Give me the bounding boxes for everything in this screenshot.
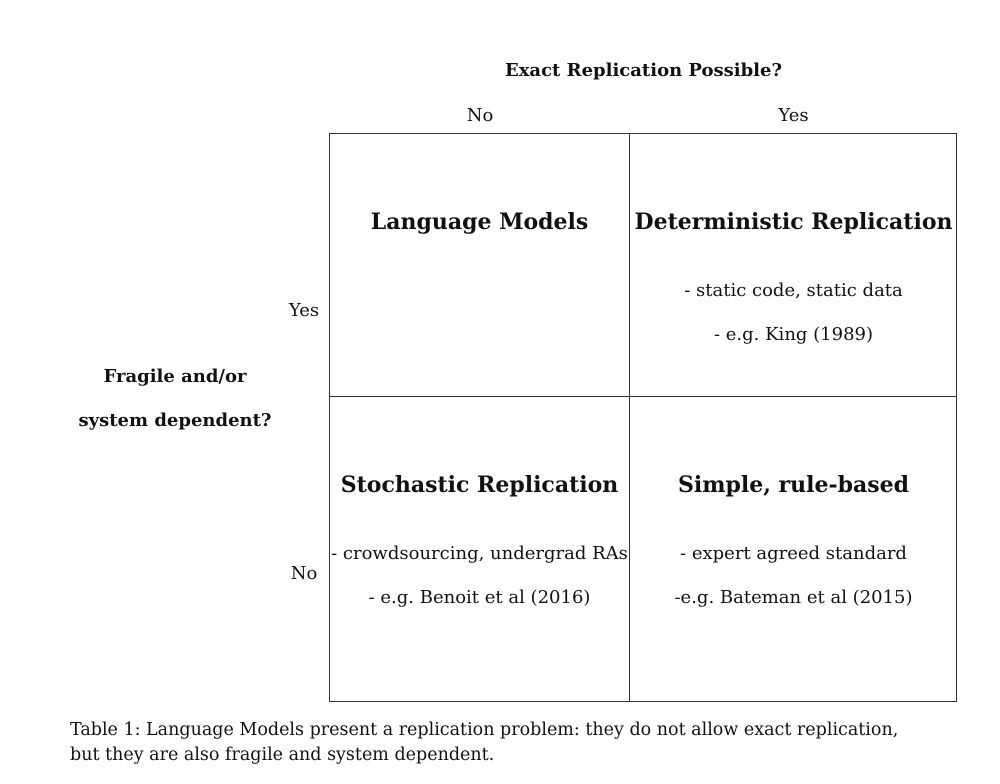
cell-bullet: - static code, static data (684, 280, 903, 301)
cell-bullet: - expert agreed standard (680, 543, 907, 564)
row-axis-title-line2: system dependent? (78, 410, 272, 431)
cell-deterministic-replication: Deterministic Replication - static code,… (630, 134, 957, 396)
cell-language-models: Language Models (330, 134, 629, 396)
cell-title: Deterministic Replication (634, 209, 953, 235)
matrix-border (329, 133, 957, 702)
cell-stochastic-replication: Stochastic Replication - crowdsourcing, … (330, 397, 629, 702)
cell-title: Simple, rule-based (677, 472, 910, 498)
cell-example: - e.g. King (1989) (713, 324, 874, 345)
caption-line1: Table 1: Language Models present a repli… (70, 720, 899, 740)
matrix-vertical-divider (629, 133, 630, 702)
column-header-yes: Yes (778, 105, 809, 126)
cell-simple-rule-based: Simple, rule-based - expert agreed stand… (630, 397, 957, 702)
column-header-no: No (466, 105, 494, 126)
cell-bullet: - crowdsourcing, undergrad RAs (331, 543, 628, 564)
row-header-yes: Yes (288, 300, 320, 321)
cell-example: -e.g. Bateman et al (2015) (674, 587, 913, 608)
caption-line2: but they are also fragile and system dep… (70, 745, 495, 765)
cell-example: - e.g. Benoit et al (2016) (368, 587, 591, 608)
table-caption: Table 1: Language Models present a repli… (70, 718, 950, 768)
cell-title: Language Models (370, 209, 589, 235)
column-axis-title: Exact Replication Possible? (504, 60, 783, 81)
cell-title: Stochastic Replication (340, 472, 619, 498)
matrix-horizontal-divider (329, 396, 957, 397)
row-header-no: No (290, 563, 318, 584)
row-axis-title-line1: Fragile and/or (103, 366, 247, 387)
